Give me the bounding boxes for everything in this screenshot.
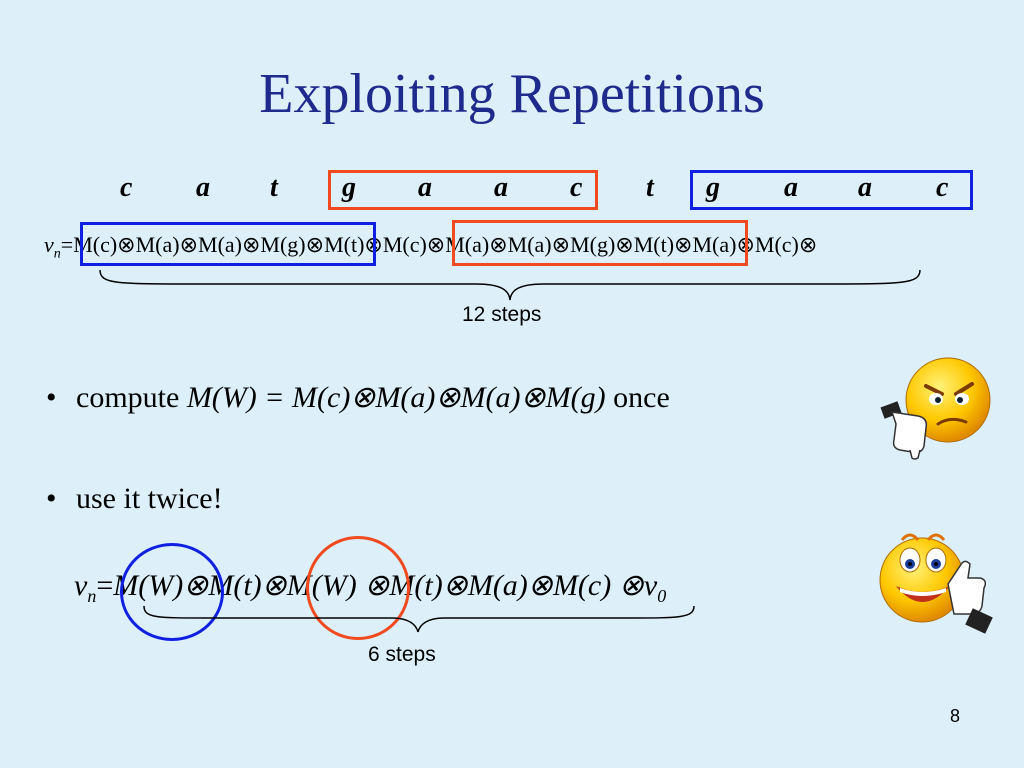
sequence-letter: a bbox=[494, 172, 508, 203]
sequence-letter: a bbox=[196, 172, 210, 203]
formula2-v-subscript: n bbox=[87, 586, 97, 606]
sequence-letter: c bbox=[570, 172, 583, 203]
sequence-letter: c bbox=[936, 172, 949, 203]
formula-equals: = bbox=[60, 232, 74, 257]
formula-v: v bbox=[44, 232, 54, 257]
bullet-use-twice-text: use it twice! bbox=[76, 482, 223, 515]
formula2-equals: = bbox=[96, 569, 114, 602]
bullet-compute-formula: M(W) = M(c)⊗M(a)⊗M(a)⊗M(g) bbox=[186, 381, 606, 414]
formula-full: vn=M(c)⊗M(a)⊗M(a)⊗M(g)⊗M(t)⊗M(c)⊗M(a)⊗M(… bbox=[44, 232, 817, 262]
formula2-v0-subscript: 0 bbox=[657, 586, 667, 606]
formula-box-red bbox=[452, 220, 748, 266]
sequence-letter: g bbox=[706, 172, 720, 203]
formula-box-blue bbox=[80, 222, 376, 266]
circle-red bbox=[306, 536, 410, 640]
circle-blue bbox=[120, 543, 224, 641]
sequence-letter: a bbox=[418, 172, 432, 203]
brace-12-steps bbox=[99, 269, 921, 301]
steps-label-12: 12 steps bbox=[462, 303, 542, 326]
brace-6-steps bbox=[143, 605, 695, 633]
bullet-compute: • compute M(W) = M(c)⊗M(a)⊗M(a)⊗M(g) once bbox=[46, 380, 670, 415]
bullet-dot: • bbox=[46, 381, 57, 414]
formula2-v: v bbox=[74, 569, 88, 602]
bullet-use-twice: • use it twice! bbox=[46, 482, 223, 516]
page-number: 8 bbox=[950, 706, 961, 726]
formula2-v0: v bbox=[643, 569, 658, 602]
angry-thumbs-down-smiley-icon bbox=[880, 357, 991, 460]
repeat-box-blue bbox=[690, 170, 973, 210]
steps-label-6: 6 steps bbox=[368, 643, 436, 666]
sequence-letter: c bbox=[120, 172, 133, 203]
repeat-box-red bbox=[328, 170, 598, 210]
sequence-letter: t bbox=[270, 172, 278, 203]
happy-thumbs-up-smiley-icon bbox=[879, 533, 993, 634]
bullet-compute-suffix: once bbox=[605, 381, 670, 414]
slide-title: Exploiting Repetitions bbox=[259, 63, 765, 125]
sequence-letter: a bbox=[858, 172, 872, 203]
sequence-letter: t bbox=[646, 172, 654, 203]
sequence-letter: a bbox=[784, 172, 798, 203]
bullet-dot: • bbox=[46, 482, 57, 515]
bullet-compute-prefix: compute bbox=[76, 381, 187, 414]
formula-v-subscript: n bbox=[53, 246, 61, 262]
sequence-letter: g bbox=[342, 172, 356, 203]
formula-product: M(c)⊗M(a)⊗M(a)⊗M(g)⊗M(t)⊗M(c)⊗M(a)⊗M(a)⊗… bbox=[73, 232, 818, 257]
